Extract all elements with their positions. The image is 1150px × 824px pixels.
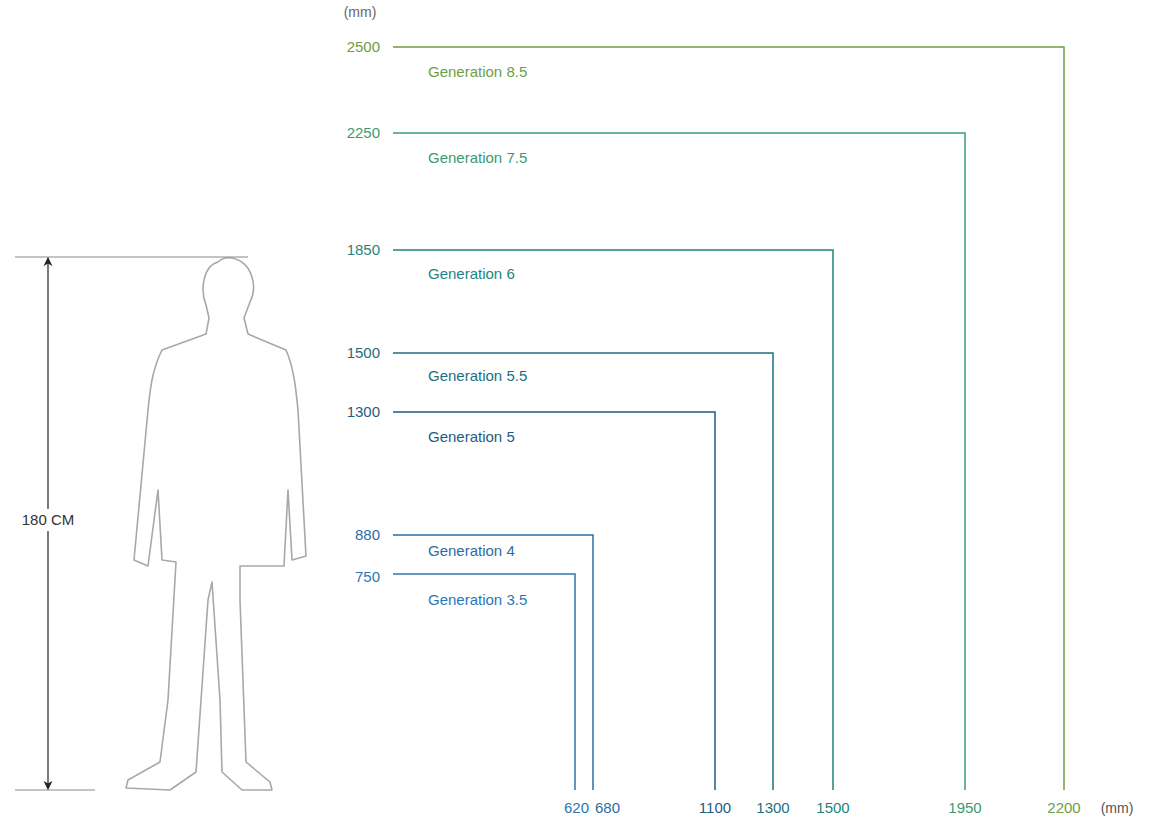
height-label: 180 CM: [19, 509, 78, 531]
generation-outline: [393, 412, 715, 790]
generation-outline: [393, 133, 965, 790]
size-label: 680: [595, 799, 620, 817]
generation-outline: [393, 535, 593, 790]
size-label: 750: [355, 568, 380, 586]
size-label: 1300: [347, 403, 380, 421]
generation-outline: [393, 353, 773, 790]
person-silhouette: [126, 258, 306, 790]
generation-label: Generation 3.5: [428, 591, 527, 609]
generation-label: Generation 6: [428, 265, 515, 283]
generation-outline: [393, 250, 833, 790]
size-label: 1950: [948, 799, 981, 817]
unit-label: (mm): [1101, 800, 1134, 817]
size-label: 1850: [347, 241, 380, 259]
size-label: 2500: [347, 38, 380, 56]
size-label: 620: [564, 799, 589, 817]
size-label: 880: [355, 526, 380, 544]
size-label: 1500: [347, 344, 380, 362]
generation-outline: [393, 574, 575, 790]
generation-outline: [393, 47, 1064, 790]
size-label: 1500: [816, 799, 849, 817]
generation-label: Generation 5.5: [428, 367, 527, 385]
size-label: 2250: [347, 124, 380, 142]
generation-label: Generation 5: [428, 428, 515, 446]
unit-label: (mm): [344, 4, 377, 21]
generation-label: Generation 7.5: [428, 149, 527, 167]
generation-outlines: [393, 47, 1064, 790]
height-extent-line: [15, 257, 248, 258]
generation-label: Generation 8.5: [428, 63, 527, 81]
height-extent-line: [15, 790, 95, 791]
size-label: 2200: [1047, 799, 1080, 817]
generation-label: Generation 4: [428, 542, 515, 560]
size-label: 1100: [699, 799, 731, 817]
size-label: 1300: [756, 799, 789, 817]
